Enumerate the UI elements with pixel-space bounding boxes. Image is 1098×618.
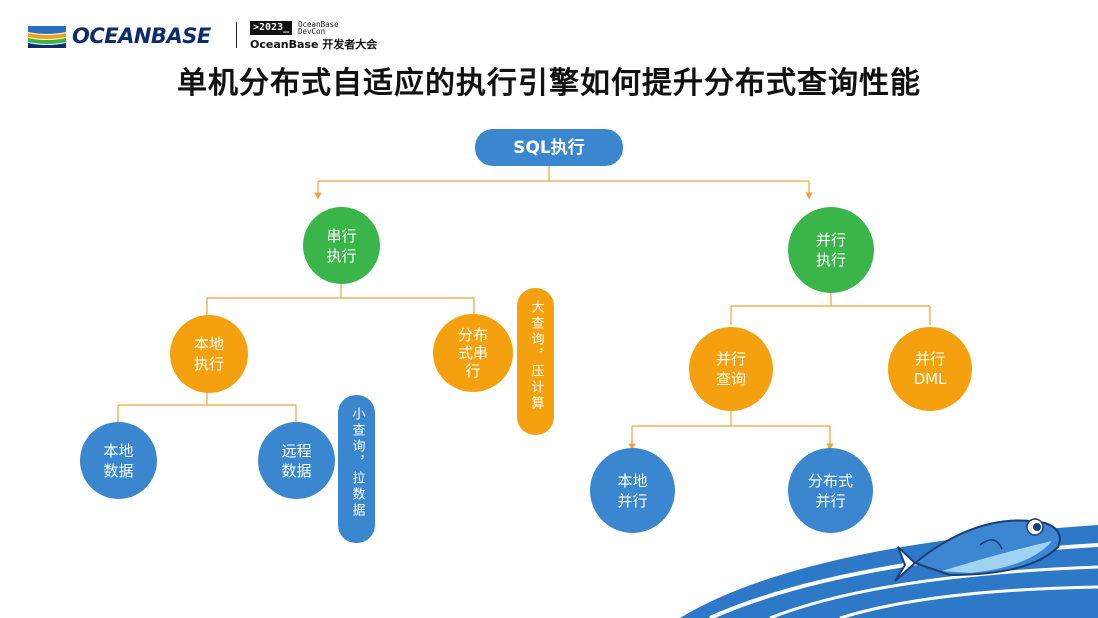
node-distributed-serial: 分布 式串 行 [433,314,513,392]
tag-label: 大查询，压计算 [528,300,544,412]
event-subtitle: OceanBase 开发者大会 [250,38,378,51]
wave-stripe-2 [769,565,1098,618]
header-separator [236,22,237,48]
connector-root [318,166,809,182]
node-label: 并行 DML [913,350,947,388]
node-local-execution: 本地 执行 [170,315,248,393]
node-label: 串行 执行 [326,226,357,265]
node-label: 并行 查询 [715,350,746,388]
node-distributed-parallel: 分布式 并行 [788,448,873,533]
node-label: 本地 执行 [193,335,224,373]
node-label: 本地 数据 [103,441,134,480]
tag-label: 小查询，拉数据 [349,407,365,519]
connector-parallel-query [631,411,831,442]
event-line1: OceanBase [298,20,339,29]
fish-wave-decoration [680,518,1098,618]
node-parallel-dml: 并行 DML [888,327,972,411]
node-label: 远程 数据 [281,441,312,480]
node-label: 分布式 并行 [807,471,853,510]
event-line2: DevCon [298,27,326,36]
node-label: 本地 并行 [617,471,648,510]
tag-small-query: 小查询，拉数据 [338,395,375,543]
connector-parallel [730,291,931,325]
node-local-parallel: 本地 并行 [590,448,675,533]
wave-stripe-3 [839,585,1098,618]
node-parallel-query: 并行 查询 [689,327,773,411]
connector-local-exec [117,390,297,422]
logo-text: OCEANBASE [72,24,211,48]
fish-icon [894,518,1061,582]
node-serial-execution: 串行 执行 [303,207,380,284]
tag-big-query: 大查询，压计算 [517,288,554,435]
node-local-data: 本地 数据 [80,422,157,499]
event-year: >2023_ [250,21,293,35]
event-badge: >2023_ OceanBase DevCon OceanBase 开发者大会 [250,21,410,51]
event-small-text: OceanBase DevCon [298,20,339,36]
node-label: 分布 式串 行 [457,326,488,380]
oceanbase-logo-icon [28,24,66,48]
node-remote-data: 远程 数据 [258,422,335,499]
connector-serial [206,283,475,315]
node-parallel-execution: 并行 执行 [788,207,874,293]
node-label: 并行 执行 [815,231,846,269]
oceanbase-logo: OCEANBASE [28,22,211,50]
page-title: 单机分布式自适应的执行引擎如何提升分布式查询性能 [177,66,921,101]
node-label: SQL执行 [513,137,585,158]
node-sql-execution: SQL执行 [475,129,623,166]
